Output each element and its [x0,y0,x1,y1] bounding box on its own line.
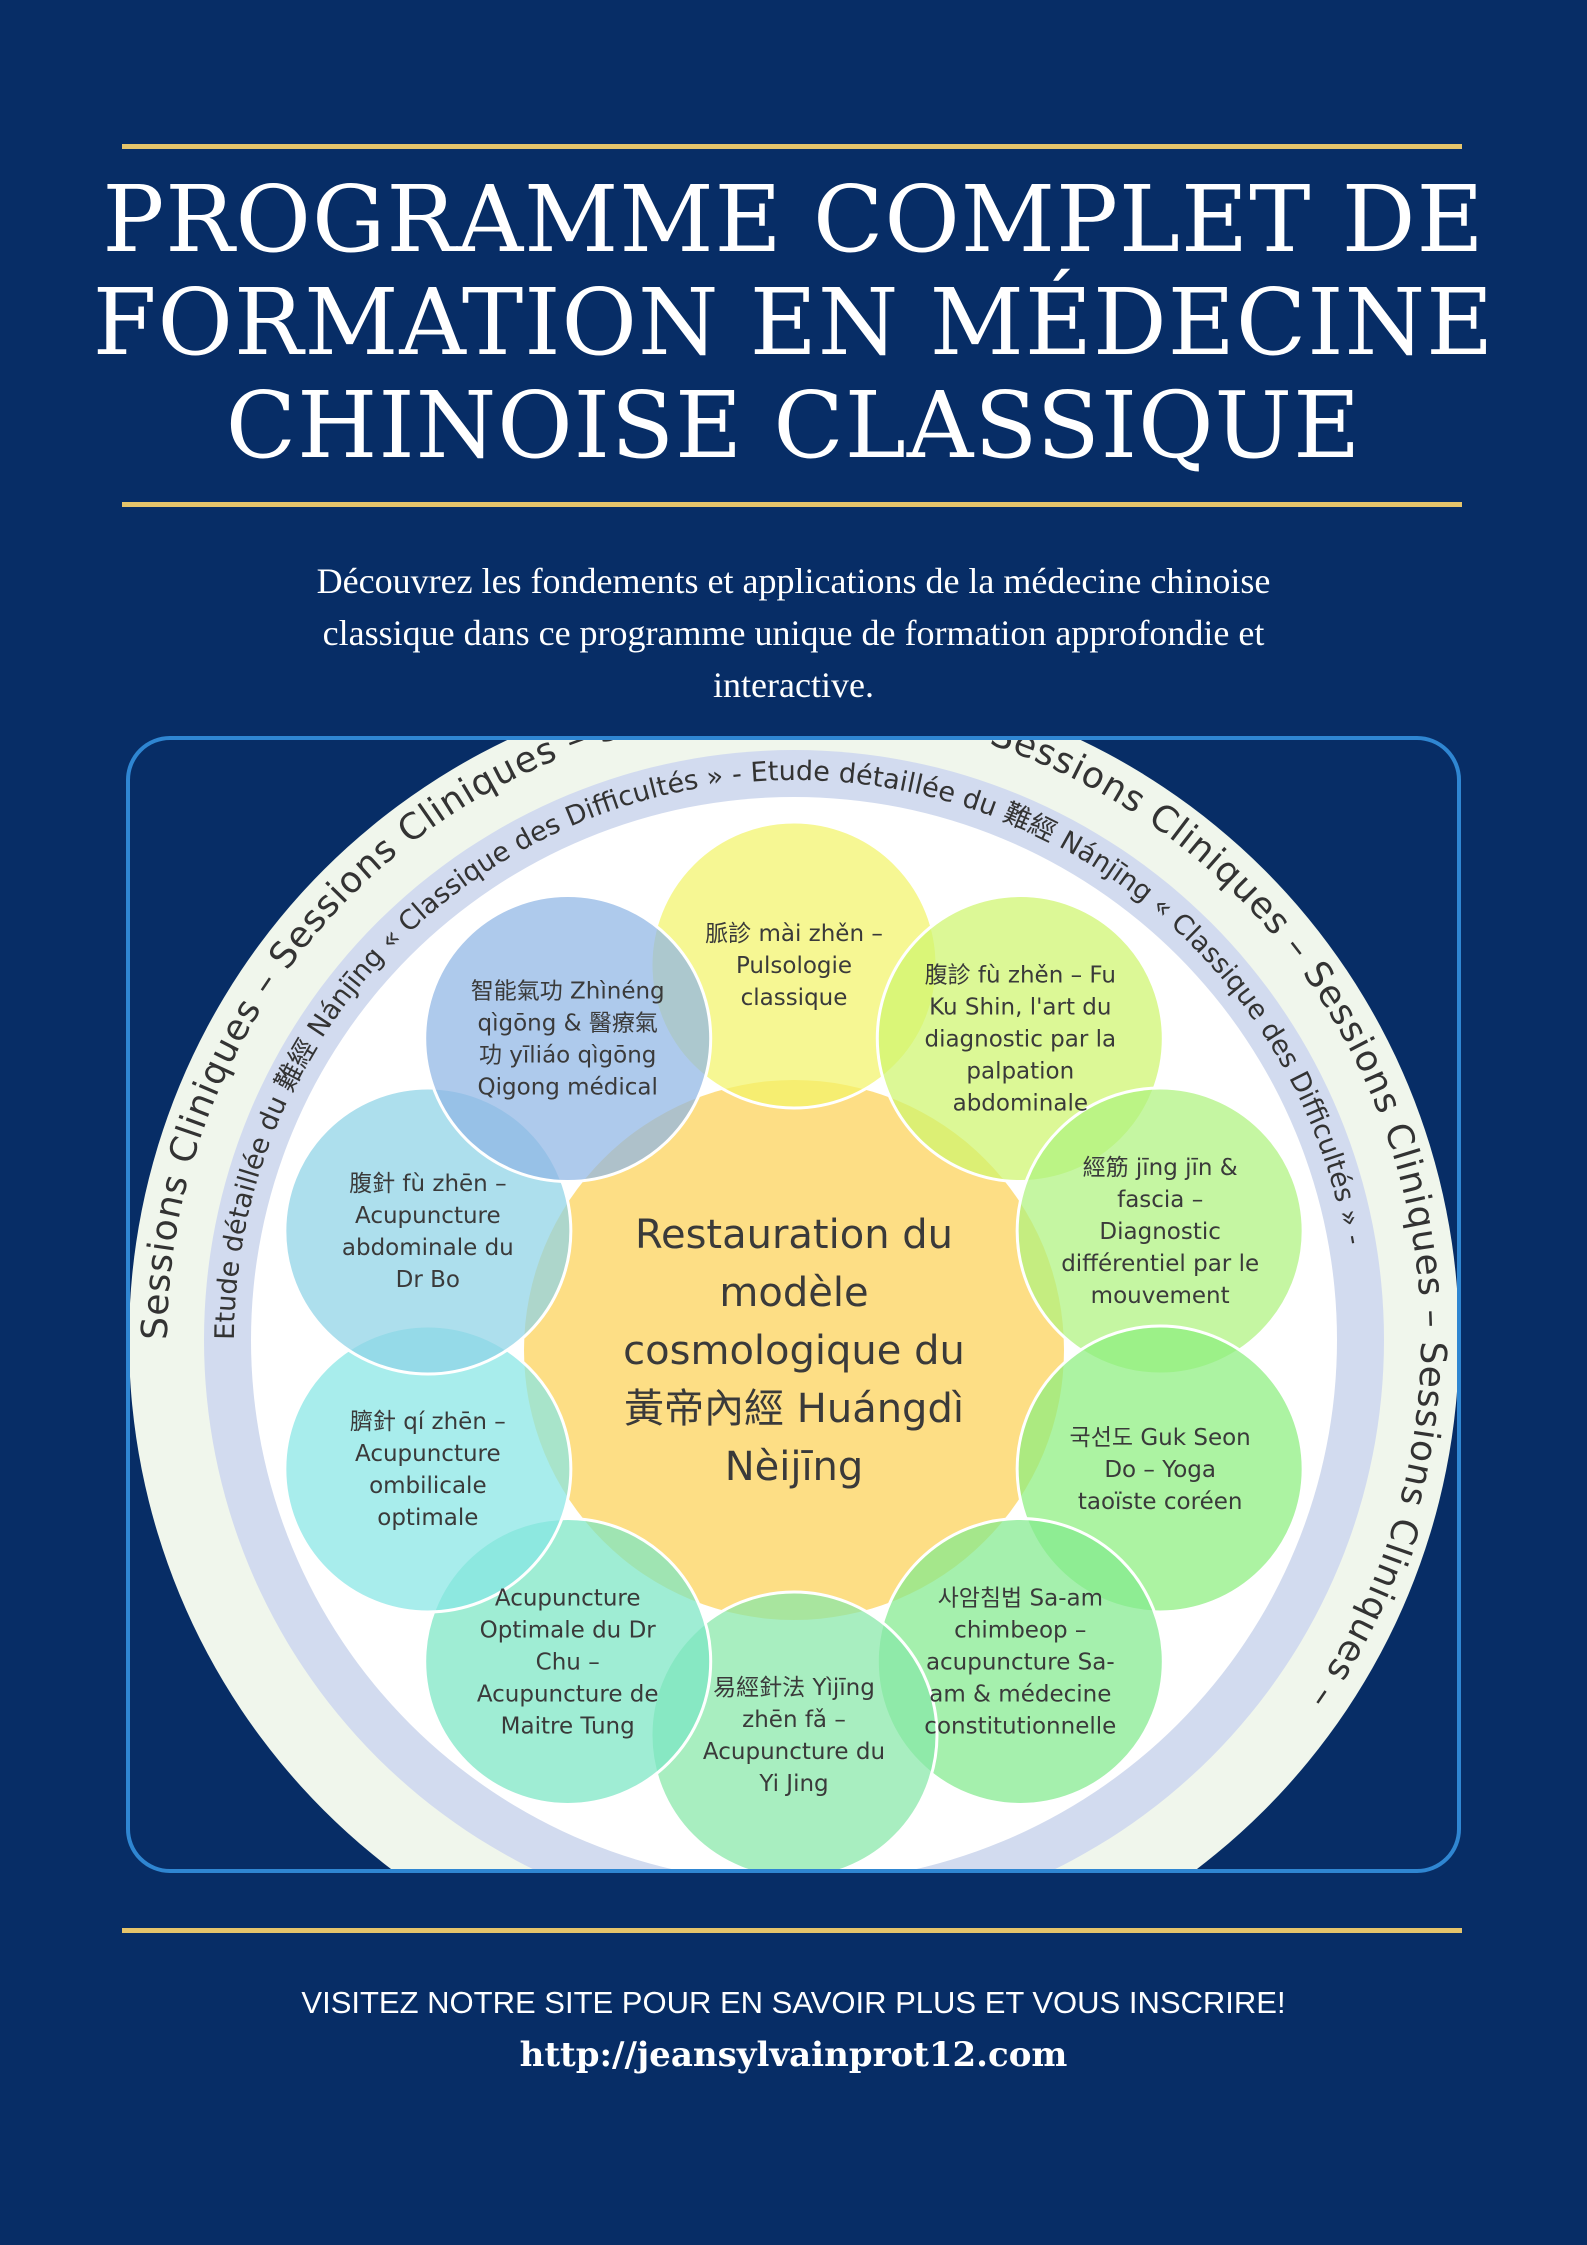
program-diagram-card: Sessions Cliniques – Sessions Cliniques … [126,736,1461,1873]
top-gold-rule [122,144,1462,149]
petal-label: 臍針 qí zhēn – Acupuncture ombilicale optimal… [350,1409,506,1531]
petal-label: 사암침법 Sa-am chimbeop – acupuncture Sa-am & … [924,1586,1116,1740]
text-line: diagnostic par la [924,1027,1116,1053]
center-label: Restauration du modèle cosmologique du 黃帝內經… [623,1212,965,1490]
text-line: Yi Jing [758,1771,828,1797]
text-line: cosmologique du [623,1328,965,1374]
text-line: abdominale [953,1091,1088,1117]
text-line: zhēn fǎ – [742,1707,846,1733]
title-line: PROGRAMME COMPLET DE [102,166,1485,273]
petal-label: 脈診 mài zhěn – Pulsologie classique [705,921,883,1011]
text-line: constitutionnelle [924,1714,1116,1740]
text-line: Acupuncture de [477,1682,659,1708]
title-line: CHINOISE CLASSIQUE [225,372,1362,479]
petal-label: 經筋 jīng jīn & fascia – Diagnostic différent… [1061,1155,1259,1309]
text-line: Dr Bo [396,1267,460,1293]
text-line: 腹診 fù zhěn – Fu [925,963,1116,989]
text-line: Pulsologie [736,953,852,979]
petal-label: 易經針法 Yìjīng zhēn fǎ – Acupuncture du Yi Jin… [703,1675,885,1797]
petal-label: 腹針 fù zhēn – Acupuncture abdominale du Dr B… [342,1171,514,1293]
text-line: Acupuncture [355,1203,501,1229]
text-line: modèle [719,1270,868,1316]
text-line: am & médecine [929,1682,1111,1708]
text-line: Optimale du Dr [480,1618,657,1644]
subtitle-line: interactive. [713,665,874,705]
text-line: taoïste coréen [1078,1489,1243,1515]
text-line: palpation [966,1059,1074,1085]
text-line: Nèijīng [725,1444,864,1490]
text-line: 經筋 jīng jīn & [1083,1155,1238,1181]
footer-gold-rule [122,1928,1462,1933]
center-circle [524,1080,1064,1620]
petal-circle [423,894,713,1184]
text-line: acupuncture Sa- [926,1650,1115,1676]
text-line: Maitre Tung [501,1714,635,1740]
text-line: Do – Yoga [1104,1457,1216,1483]
text-line: Qigong médical [478,1075,658,1101]
text-line: 腹針 fù zhēn – [349,1171,507,1197]
text-line: abdominale du [342,1235,514,1261]
petal-label: 腹診 fù zhěn – Fu Ku Shin, l'art du diagnost… [924,963,1116,1117]
text-line: classique [741,985,848,1011]
page-title: PROGRAMME COMPLET DE FORMATION EN MÉDECI… [80,168,1507,477]
footer-cta: VISITEZ NOTRE SITE POUR EN SAVOIR PLUS E… [301,1985,1286,2020]
petal-label: 국선도 Guk Seon Do – Yoga taoïste coréen [1070,1425,1251,1515]
title-gold-rule [122,502,1462,507]
title-line: FORMATION EN MÉDECINE [92,269,1495,376]
text-line: fascia – [1117,1187,1203,1213]
text-line: 黃帝內經 Huángdì [624,1386,964,1432]
text-line: 脈診 mài zhěn – [705,921,883,947]
subtitle: Découvrez les fondements et applications… [220,555,1367,711]
text-line: Diagnostic [1099,1219,1220,1245]
subtitle-line: Découvrez les fondements et applications… [316,561,1271,601]
text-line: 智能氣功 Zhìnéng [471,979,665,1005]
text-line: qìgōng & 醫療氣 [477,1011,657,1037]
text-line: ombilicale [369,1473,487,1499]
text-line: chimbeop – [954,1618,1086,1644]
text-line: 사암침법 Sa-am [938,1586,1103,1612]
text-line: Acupuncture du [703,1739,885,1765]
website-link[interactable]: http://jeansylvainprot12.com [519,2035,1068,2075]
text-line: Acupuncture [355,1441,501,1467]
subtitle-line: classique dans ce programme unique de fo… [322,613,1265,653]
text-line: 臍針 qí zhēn – [350,1409,506,1435]
text-line: 易經針法 Yìjīng [713,1675,875,1701]
text-line: Ku Shin, l'art du [929,995,1111,1021]
text-line: Chu – [536,1650,600,1676]
text-line: 功 yīliáo qìgōng [479,1043,656,1069]
text-line: optimale [377,1505,478,1531]
program-diagram: Sessions Cliniques – Sessions Cliniques … [130,740,1457,1869]
text-line: Restauration du [635,1212,953,1258]
text-line: 국선도 Guk Seon [1070,1425,1251,1451]
text-line: Acupuncture [495,1586,641,1612]
text-line: différentiel par le [1061,1251,1259,1277]
text-line: mouvement [1091,1283,1230,1309]
